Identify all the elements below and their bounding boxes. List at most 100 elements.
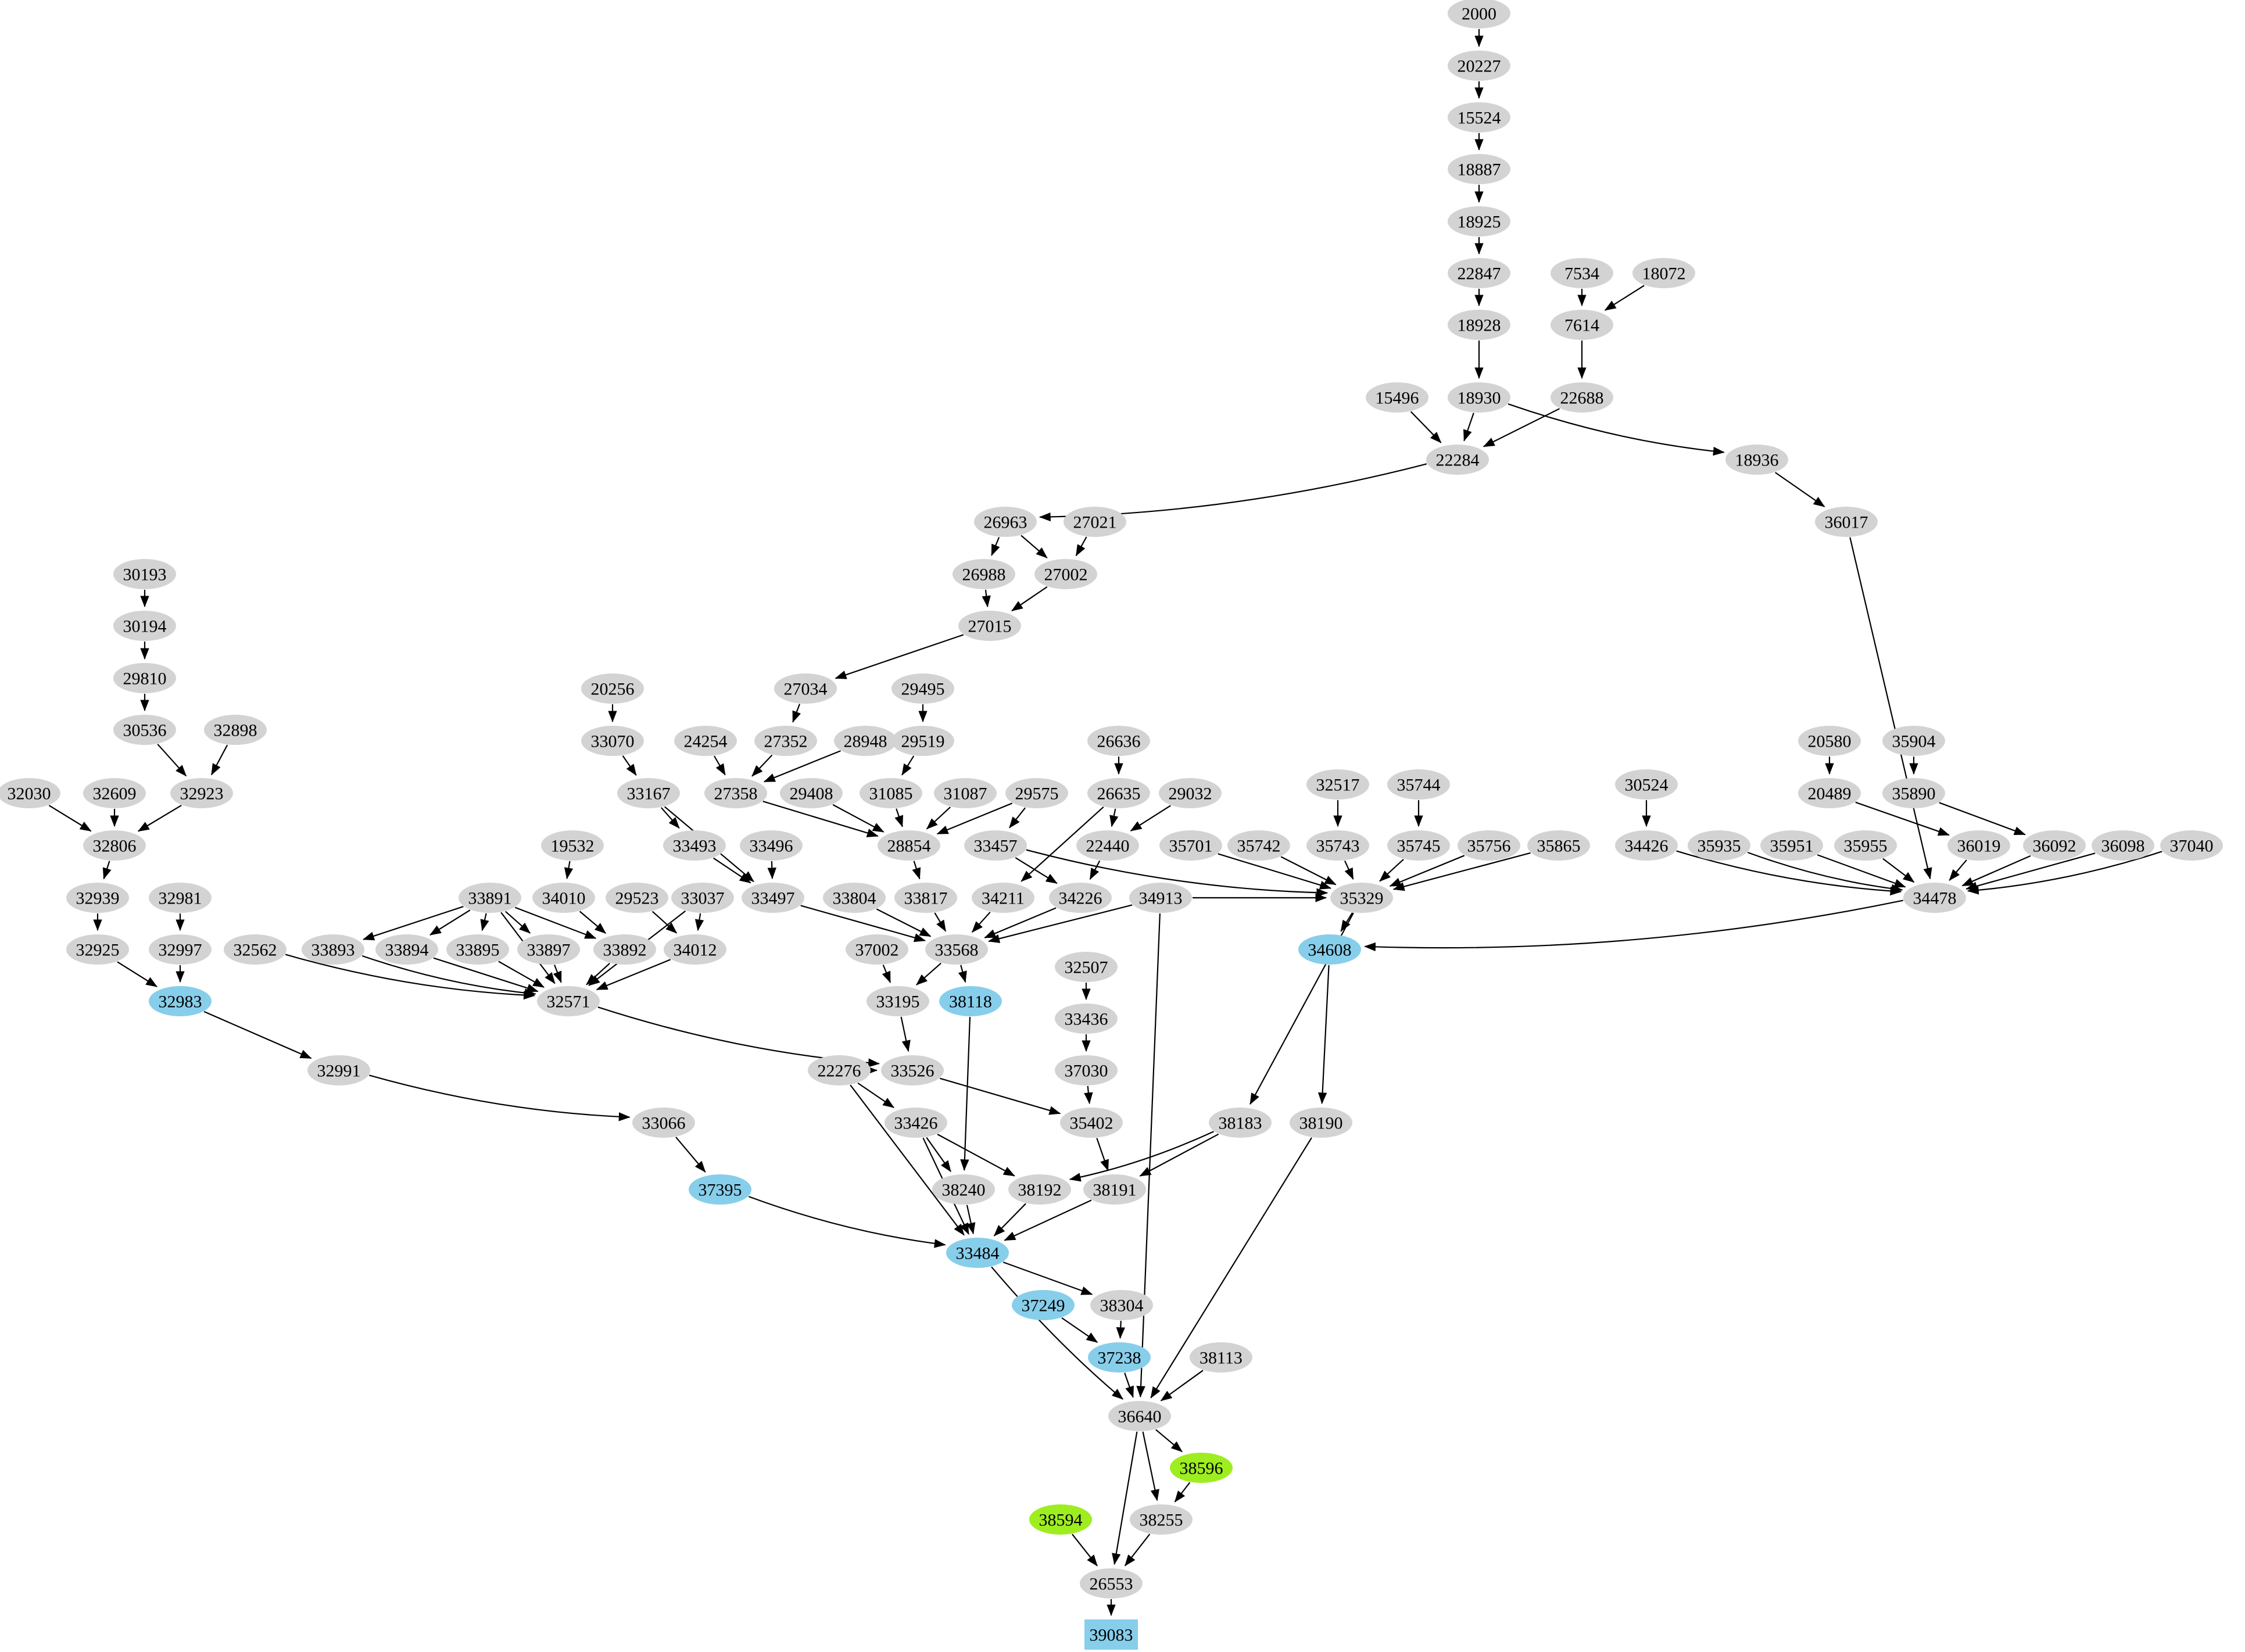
graph-node-26635[interactable]: 26635 [1087,778,1150,808]
node-shape-32923[interactable] [170,778,233,808]
node-shape-27021[interactable] [1064,507,1126,537]
graph-node-38594[interactable]: 38594 [1029,1504,1092,1535]
graph-node-18936[interactable]: 18936 [1725,445,1788,475]
graph-node-32983[interactable]: 32983 [149,986,212,1016]
node-shape-34012[interactable] [664,934,726,965]
graph-node-38240[interactable]: 38240 [932,1174,995,1205]
node-shape-35935[interactable] [1688,830,1750,861]
node-shape-28854[interactable] [878,830,940,861]
graph-node-29032[interactable]: 29032 [1159,778,1222,808]
graph-node-35743[interactable]: 35743 [1306,830,1369,861]
graph-node-32997[interactable]: 32997 [149,934,212,965]
node-shape-32507[interactable] [1055,952,1118,982]
node-shape-35865[interactable] [1527,830,1590,861]
graph-node-18928[interactable]: 18928 [1448,310,1510,340]
node-shape-22688[interactable] [1551,382,1613,413]
node-shape-26635[interactable] [1087,778,1150,808]
node-shape-35745[interactable] [1387,830,1450,861]
graph-node-33804[interactable]: 33804 [823,883,886,913]
node-shape-18936[interactable] [1725,445,1788,475]
node-shape-33195[interactable] [867,986,929,1016]
node-shape-32517[interactable] [1306,769,1369,800]
graph-node-20256[interactable]: 20256 [581,673,644,704]
node-shape-29519[interactable] [891,726,954,756]
graph-node-27034[interactable]: 27034 [774,673,837,704]
node-shape-30194[interactable] [113,611,176,641]
graph-node-35904[interactable]: 35904 [1882,726,1945,756]
node-shape-33457[interactable] [964,830,1027,861]
graph-node-33167[interactable]: 33167 [617,778,680,808]
graph-node-27002[interactable]: 27002 [1034,559,1097,589]
graph-node-33195[interactable]: 33195 [867,986,929,1016]
node-shape-33895[interactable] [446,934,509,965]
node-shape-26963[interactable] [974,507,1037,537]
node-shape-29032[interactable] [1159,778,1222,808]
node-shape-31087[interactable] [934,778,997,808]
graph-node-34226[interactable]: 34226 [1049,883,1112,913]
node-shape-29575[interactable] [1005,778,1068,808]
node-shape-38594[interactable] [1029,1504,1092,1535]
node-shape-34608[interactable] [1298,934,1361,965]
node-shape-29495[interactable] [891,673,954,704]
node-shape-33493[interactable] [663,830,726,861]
graph-node-37002[interactable]: 37002 [846,934,908,965]
graph-node-37030[interactable]: 37030 [1055,1055,1118,1085]
node-shape-30524[interactable] [1615,769,1678,800]
node-shape-32806[interactable] [83,830,146,861]
graph-node-32925[interactable]: 32925 [66,934,129,965]
graph-node-2000[interactable]: 2000 [1448,0,1510,28]
node-shape-37040[interactable] [2160,830,2223,861]
graph-node-33895[interactable]: 33895 [446,934,509,965]
graph-node-37040[interactable]: 37040 [2160,830,2223,861]
node-shape-27015[interactable] [958,611,1021,641]
graph-node-33892[interactable]: 33892 [593,934,656,965]
node-shape-32983[interactable] [149,986,212,1016]
graph-node-20227[interactable]: 20227 [1448,51,1510,81]
graph-node-33817[interactable]: 33817 [894,883,957,913]
graph-node-35745[interactable]: 35745 [1387,830,1450,861]
node-shape-36640[interactable] [1108,1401,1171,1431]
graph-node-32562[interactable]: 32562 [224,934,287,965]
node-shape-35744[interactable] [1387,769,1450,800]
node-shape-26988[interactable] [953,559,1015,589]
graph-node-33426[interactable]: 33426 [885,1108,947,1138]
node-shape-33426[interactable] [885,1108,947,1138]
graph-node-7534[interactable]: 7534 [1551,258,1613,288]
node-shape-33066[interactable] [632,1108,695,1138]
graph-node-33894[interactable]: 33894 [375,934,438,965]
node-shape-35701[interactable] [1159,830,1222,861]
graph-node-33893[interactable]: 33893 [302,934,364,965]
node-shape-22847[interactable] [1448,258,1510,288]
graph-node-7614[interactable]: 7614 [1551,310,1613,340]
graph-node-38113[interactable]: 38113 [1190,1342,1252,1373]
node-shape-38240[interactable] [932,1174,995,1205]
node-shape-2000[interactable] [1448,0,1510,28]
graph-node-38304[interactable]: 38304 [1090,1290,1153,1320]
graph-node-29575[interactable]: 29575 [1005,778,1068,808]
node-shape-32562[interactable] [224,934,287,965]
node-shape-27352[interactable] [754,726,817,756]
node-shape-35742[interactable] [1227,830,1290,861]
node-shape-22276[interactable] [808,1055,871,1085]
graph-node-22847[interactable]: 22847 [1448,258,1510,288]
node-shape-33894[interactable] [375,934,438,965]
node-shape-34226[interactable] [1049,883,1112,913]
graph-node-33457[interactable]: 33457 [964,830,1027,861]
node-shape-37249[interactable] [1012,1290,1075,1320]
graph-node-29523[interactable]: 29523 [606,883,668,913]
graph-node-35744[interactable]: 35744 [1387,769,1450,800]
graph-node-34426[interactable]: 34426 [1615,830,1678,861]
node-shape-22284[interactable] [1426,445,1489,475]
node-shape-29523[interactable] [606,883,668,913]
node-shape-38183[interactable] [1209,1108,1272,1138]
graph-node-33066[interactable]: 33066 [632,1108,695,1138]
node-shape-36019[interactable] [1947,830,2010,861]
node-shape-33892[interactable] [593,934,656,965]
node-shape-18887[interactable] [1448,154,1510,184]
graph-node-33037[interactable]: 33037 [671,883,734,913]
graph-node-33526[interactable]: 33526 [881,1055,944,1085]
graph-node-26988[interactable]: 26988 [953,559,1015,589]
node-shape-20580[interactable] [1798,726,1861,756]
graph-node-38191[interactable]: 38191 [1083,1174,1146,1205]
graph-node-35935[interactable]: 35935 [1688,830,1750,861]
